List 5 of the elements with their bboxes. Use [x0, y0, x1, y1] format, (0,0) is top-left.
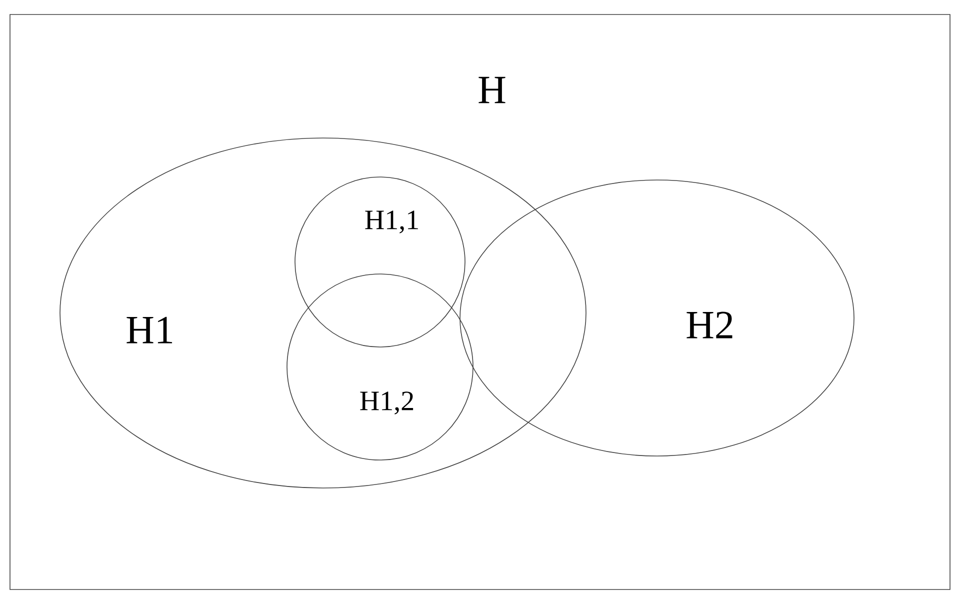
set-label: H1: [126, 316, 172, 344]
set-label: H: [478, 76, 506, 104]
set-label: H1,2: [360, 392, 414, 414]
set-label: H2: [686, 312, 732, 338]
set-label: H1,1: [365, 210, 418, 234]
